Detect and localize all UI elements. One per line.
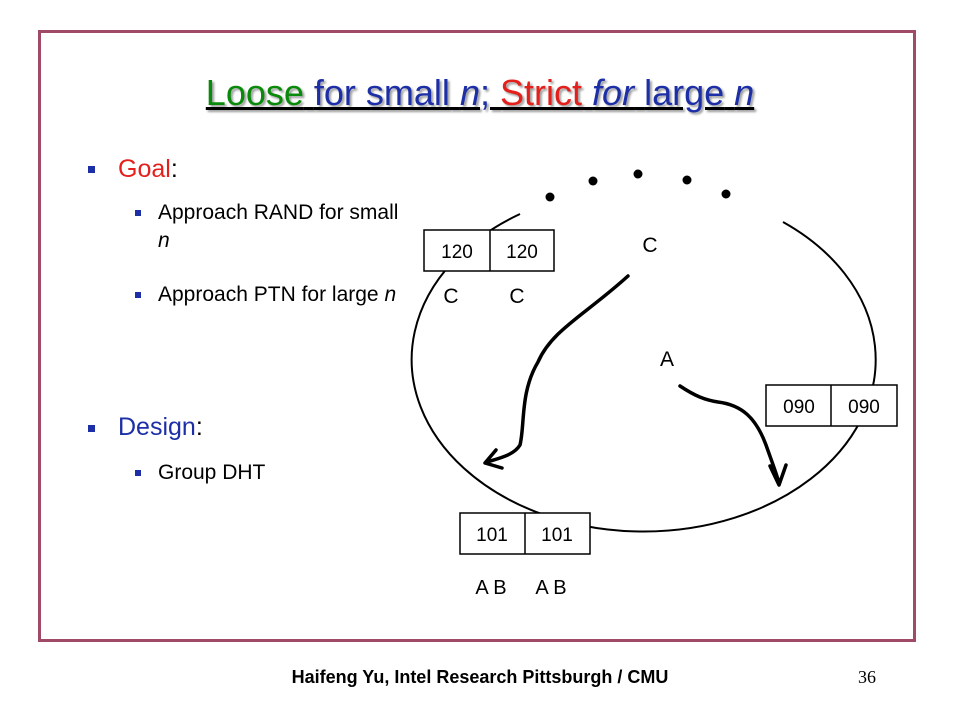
arrowhead-a <box>768 463 788 487</box>
node-120-label-2: C <box>509 285 524 308</box>
goal-sub2-n: n <box>384 283 397 306</box>
ring-dot <box>545 192 555 202</box>
goal-label: Goal <box>118 155 171 183</box>
node-090-cell-1: 090 <box>783 397 815 418</box>
node-101-cell-1: 101 <box>476 525 508 546</box>
node-120-cell-1: 120 <box>441 242 473 263</box>
ring-dot <box>682 175 692 185</box>
bullet-marker-design <box>88 425 95 432</box>
goal-sub1-text: Approach RAND for small <box>158 201 399 224</box>
arrowhead-c <box>483 448 504 470</box>
goal-sub1-n: n <box>158 229 170 252</box>
route-arrow-c <box>485 274 630 464</box>
page-number: 36 <box>858 667 876 687</box>
title-loose: Loose <box>205 72 304 113</box>
ring-circle <box>410 213 877 533</box>
goal-sub2-text: Approach PTN for large <box>158 283 379 306</box>
design-colon: : <box>195 413 203 441</box>
title-semicolon: ; <box>479 72 490 113</box>
bullet-design: Design: <box>118 413 203 442</box>
route-arrow-a <box>678 384 781 485</box>
bullet-marker-goal-sub1 <box>135 210 141 216</box>
ring-dot <box>633 169 643 179</box>
ring-dot <box>721 189 731 199</box>
bullet-goal-sub1: Approach RAND for small n <box>158 199 408 255</box>
node-101-label-1: A B <box>475 577 506 599</box>
node-120-cell-2: 120 <box>506 242 538 263</box>
node-090-cell-2: 090 <box>848 397 880 418</box>
slide-frame <box>38 30 916 642</box>
title-n-small: n <box>459 72 480 113</box>
title-for-small: for small <box>313 72 450 113</box>
title-n-large: n <box>734 72 755 113</box>
bullet-goal: Goal: <box>118 155 178 184</box>
slide-title: Loose for small n; Strict for large n <box>0 72 960 114</box>
bullet-design-sub1: Group DHT <box>158 459 408 487</box>
title-large: large <box>644 72 725 113</box>
footer-credit: Haifeng Yu, Intel Research Pittsburgh / … <box>291 667 669 687</box>
bullet-marker-goal <box>88 166 95 173</box>
key-a-label: A <box>660 348 674 371</box>
node-101-cell-2: 101 <box>541 525 573 546</box>
node-101: 101 101 <box>459 512 591 555</box>
title-strict: Strict <box>500 72 583 113</box>
title-for-large: for <box>592 72 635 113</box>
design-sub1-text: Group DHT <box>158 461 266 484</box>
key-c-label: C <box>642 234 657 257</box>
ring-dot <box>588 176 598 186</box>
design-label: Design <box>118 413 196 441</box>
bullet-marker-goal-sub2 <box>135 292 141 298</box>
node-090: 090 090 <box>765 384 898 427</box>
node-120: 120 120 <box>423 229 555 272</box>
bullet-marker-design-sub1 <box>135 470 141 476</box>
bullet-goal-sub2: Approach PTN for large n <box>158 281 408 309</box>
node-101-label-2: A B <box>535 577 566 599</box>
node-120-label-1: C <box>443 285 458 308</box>
goal-colon: : <box>170 155 178 183</box>
